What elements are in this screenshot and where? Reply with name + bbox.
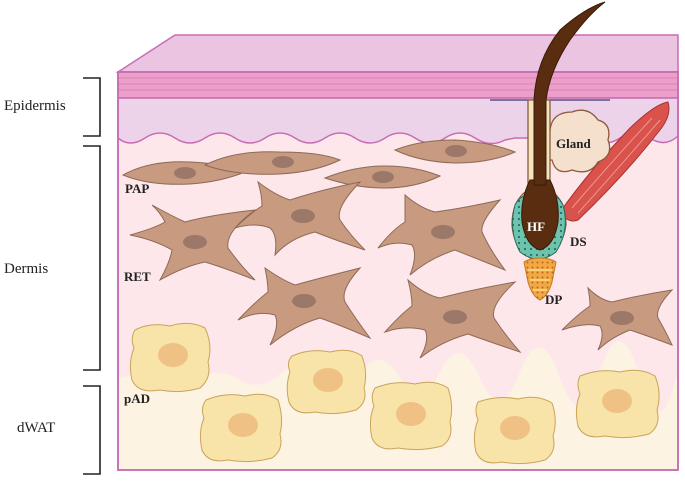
ret-label: RET [124,269,151,284]
ret-fibroblast [129,204,257,282]
adipocyte [129,322,211,393]
epidermis-label: Epidermis [4,98,66,114]
pap-fibroblast [393,139,517,164]
ret-fibroblast [234,180,366,257]
adipocytes [129,322,660,465]
reticular-fibroblasts [129,180,674,359]
ret-fibroblast [237,266,372,346]
papillary-fibroblasts [121,139,517,189]
adipocyte [575,369,660,439]
ret-fibroblast [383,278,522,359]
dwat-label: dWAT [17,420,56,436]
epidermis-top-face [115,34,679,73]
dermis-bracket [83,145,101,371]
layer-brackets [83,77,101,475]
sebaceous-gland [544,109,611,173]
hair-follicle [490,1,610,301]
pad-label: pAD [124,391,151,406]
adipocyte [369,381,453,451]
epidermis-bracket [83,77,101,137]
arrector-pili-muscle [559,101,670,222]
adipocyte [199,393,283,463]
epidermis-band [117,71,679,99]
pap-label: PAP [125,181,150,196]
dermis-label: Dermis [4,261,49,277]
hf-label: HF [527,219,546,234]
adipocyte [286,349,367,415]
dp-label: DP [545,292,563,307]
pap-fibroblast [203,151,342,175]
dwat-bracket [83,385,101,475]
ds-label: DS [570,234,587,249]
ret-fibroblast [377,193,507,276]
pap-fibroblast [323,165,442,189]
gland-label: Gland [556,136,591,151]
ret-fibroblast [561,286,674,351]
adipocyte [473,396,556,465]
